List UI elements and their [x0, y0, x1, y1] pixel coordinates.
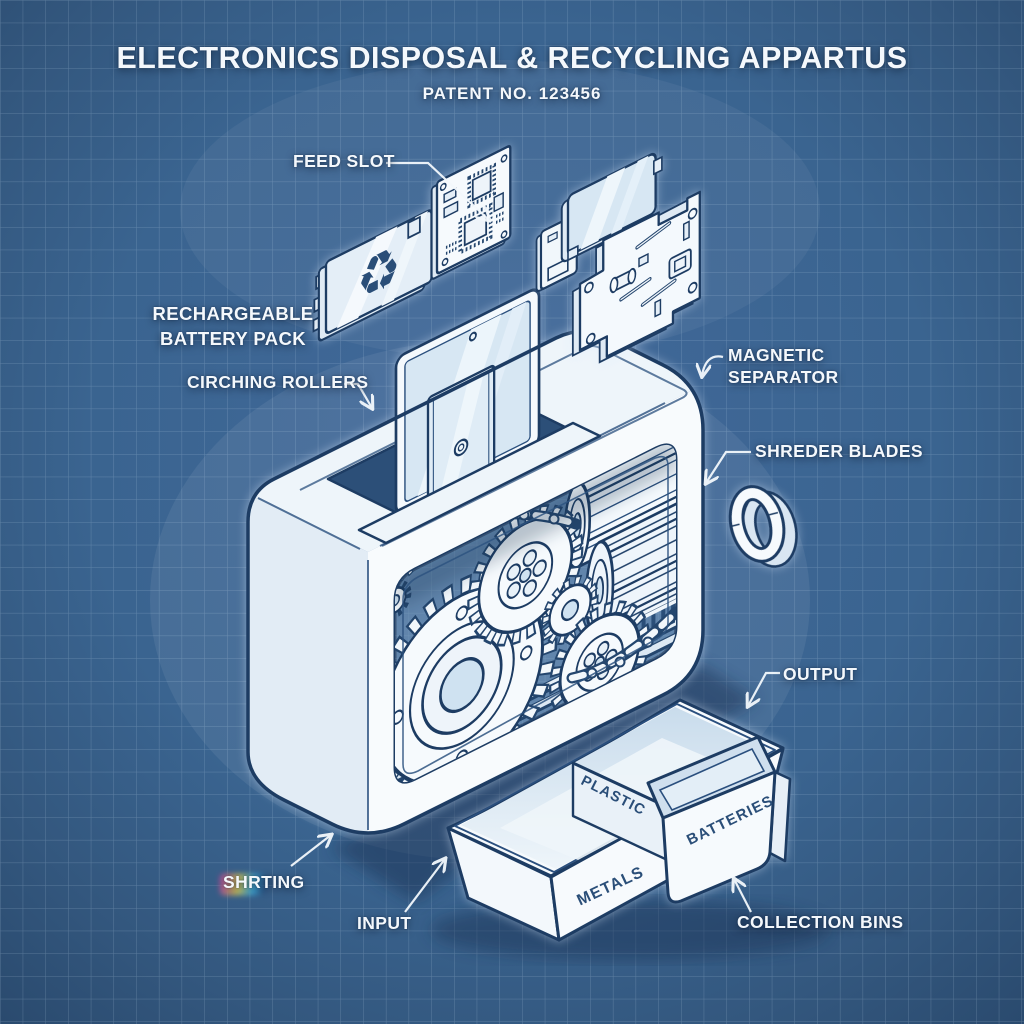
- label-battery-pack: RECHARGEABLE BATTERY PACK: [152, 303, 314, 349]
- patent-number: PATENT NO. 123456: [422, 84, 602, 103]
- label-input: INPUT: [357, 913, 412, 933]
- exploded-parts: ♻: [312, 144, 798, 568]
- slot-front-lip: [357, 421, 602, 545]
- circuit-board: [430, 144, 512, 280]
- label-output: OUTPUT: [783, 664, 858, 684]
- battery-pack: ♻: [312, 209, 433, 342]
- page-title: ELECTRONICS DISPOSAL & RECYCLING APPARTU…: [116, 40, 908, 75]
- shredder-machine: [246, 288, 705, 835]
- collection-bins: [446, 698, 792, 942]
- separator-panel: [571, 190, 701, 364]
- label-collection-bins: COLLECTION BINS: [737, 912, 904, 932]
- shredder-teeth: [602, 587, 676, 659]
- label-sorting: SHRTING: [223, 872, 305, 892]
- phone-slab: [560, 152, 663, 263]
- collection-bins-leader: [734, 879, 752, 913]
- leader-lines: [290, 161, 780, 913]
- label-crushing-rollers: CIRCHING ROLLERS: [187, 372, 369, 392]
- crushing-rollers-leader: [344, 382, 372, 408]
- label-feed-slot: FEED SLOT: [293, 151, 395, 171]
- machine-outline: [246, 329, 705, 835]
- sorting-leader: [290, 835, 331, 867]
- machine-interior: [395, 444, 676, 783]
- input-leader: [404, 859, 445, 913]
- batteries-bin: [646, 735, 792, 904]
- feed-slot-leader: [386, 161, 489, 220]
- chain-link-piece: [728, 485, 798, 568]
- glitch-smear: [220, 874, 266, 895]
- output-leader: [748, 671, 780, 706]
- shredder-blades-leader: [706, 450, 751, 483]
- label-shredder-blades: SHREDER BLADES: [755, 441, 923, 461]
- label-magnetic-separator: MAGNETIC SEPARATOR: [728, 345, 839, 387]
- magnetic-separator-leader: [702, 355, 724, 376]
